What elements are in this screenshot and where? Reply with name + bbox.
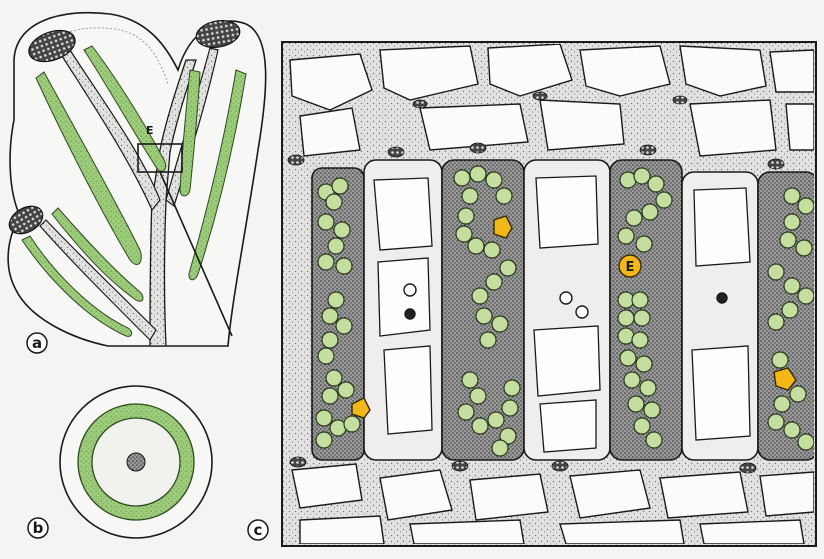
panel-c-marker: E	[626, 260, 635, 275]
panel-label-b: b	[33, 519, 44, 537]
panel-c-drawing: E c	[248, 42, 818, 546]
panel-b-drawing: b	[28, 386, 212, 538]
panel-label-a: a	[32, 334, 42, 352]
panel-label-c: c	[254, 521, 263, 539]
panel-a-marker: E	[146, 124, 154, 137]
panel-a-drawing: E a	[4, 13, 265, 353]
